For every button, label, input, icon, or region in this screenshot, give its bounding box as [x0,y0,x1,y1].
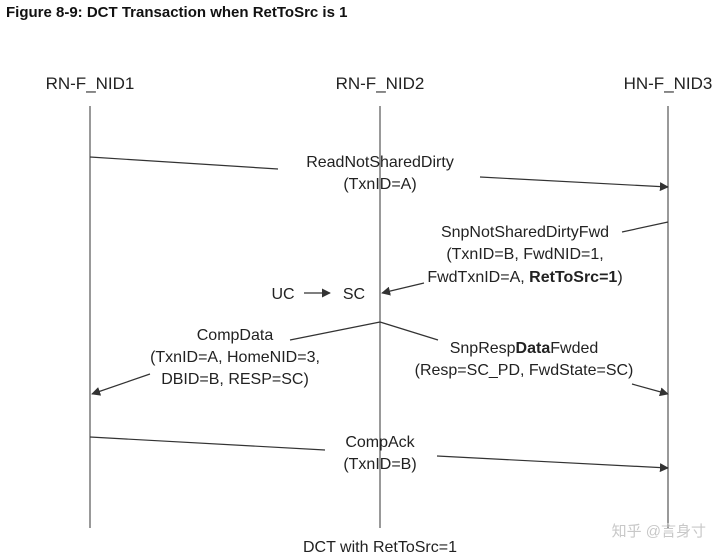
label-snp-resp: SnpResp [450,340,516,357]
label-data: Data [516,340,551,357]
label-read-not-shared-dirty: ReadNotSharedDirty [306,154,454,171]
state-uc: UC [271,286,294,303]
arrow-snp-resp-data-fwded-end [631,383,669,397]
watermark: 知乎 @言身寸 [611,523,706,540]
label-snp-not-shared-dirty-fwd-ret: FwdTxnID=A, RetToSrc=1) [427,269,622,286]
label-read-not-shared-dirty-txnid: (TxnID=A) [343,176,416,193]
node-label-rn-f-nid1: RN-F_NID1 [46,74,135,93]
arrow-read-not-shared-dirty [89,156,279,170]
label-fwded: Fwded [550,340,598,357]
arrow-comp-data-end [91,373,151,396]
arrow-snp-not-shared-dirty-fwd-end [381,282,425,296]
arrow-snp-not-shared-dirty-fwd [621,221,669,233]
label-fwd-txn-id: FwdTxnID=A, [427,269,529,286]
label-comp-data-resp: DBID=B, RESP=SC) [161,371,309,388]
arrow-comp-data [289,321,381,341]
arrow-comp-ack-end [436,455,669,473]
label-snp-not-shared-dirty-fwd-ids: (TxnID=B, FwdNID=1, [446,246,603,263]
arrow-read-not-shared-dirty-end [479,176,669,192]
arrow-comp-ack [89,436,326,451]
label-comp-ack: CompAck [345,434,415,451]
node-label-hn-f-nid3: HN-F_NID3 [624,74,713,93]
label-comp-ack-txnid: (TxnID=B) [343,456,416,473]
node-label-rn-f-nid2: RN-F_NID2 [336,74,425,93]
diagram-caption: DCT with RetToSrc=1 [303,539,457,556]
figure-title: Figure 8-9: DCT Transaction when RetToSr… [6,4,348,21]
label-comp-data: CompData [197,327,274,344]
state-sc: SC [343,286,365,303]
label-close-paren: ) [617,269,622,286]
arrow-snp-resp-data-fwded [379,321,439,341]
label-comp-data-ids: (TxnID=A, HomeNID=3, [150,349,320,366]
label-snp-resp-data-fwded-state: (Resp=SC_PD, FwdState=SC) [415,362,634,379]
label-snp-not-shared-dirty-fwd: SnpNotSharedDirtyFwd [441,224,609,241]
label-ret-to-src: RetToSrc=1 [529,269,617,286]
label-snp-resp-data-fwded: SnpRespDataFwded [450,340,599,357]
